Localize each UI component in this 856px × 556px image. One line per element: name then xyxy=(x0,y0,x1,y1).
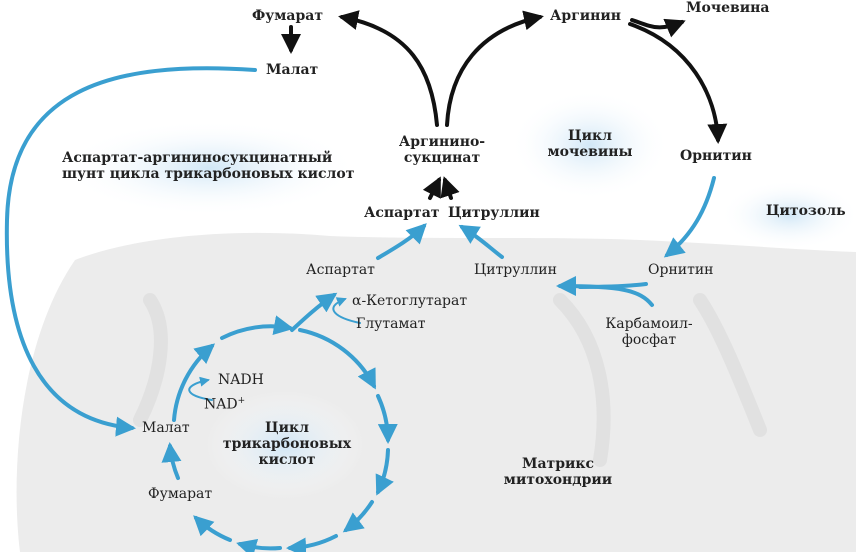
label-tca-cycle: Цикл трикарбоновых кислот xyxy=(220,420,354,468)
tca-arc-1 xyxy=(172,343,216,422)
arrow-argininosuccinate-to-arginine xyxy=(445,10,544,127)
arrow-ornithine-to-citrulline xyxy=(556,276,654,307)
arrow-nad-to-nadh xyxy=(188,376,213,401)
label-tca-line2: трикарбоновых xyxy=(222,436,352,453)
label-ornithine-cyto: Орнитин xyxy=(680,148,752,164)
label-nad-text: NAD xyxy=(204,396,238,413)
label-argininosuccinate-line2: сукцинат xyxy=(403,150,481,167)
label-argininosuccinate: Аргинино- сукцинат xyxy=(396,134,488,166)
label-citrulline-mito: Цитруллин xyxy=(474,262,557,278)
mitochondrion-shape xyxy=(16,232,856,552)
arrow-aspartate-to-argininosuccinate xyxy=(422,176,441,200)
label-urea-cycle: Цикл мочевины xyxy=(540,128,640,160)
tca-cycle-arrows xyxy=(161,315,398,556)
label-argininosuccinate-line1: Аргинино- xyxy=(398,134,486,150)
urea-cycle-arrows xyxy=(281,10,728,200)
label-malate-top: Малат xyxy=(266,62,319,78)
label-carbamoyl-phosphate: Карбамоил- фосфат xyxy=(596,316,702,348)
label-shunt: Аспартат-аргининосукцинатный шунт цикла … xyxy=(62,150,354,182)
tca-arc-8 xyxy=(236,538,282,556)
label-ornithine-mito: Орнитин xyxy=(648,262,714,278)
tca-arc-4 xyxy=(376,394,398,444)
label-glutamate: Глутамат xyxy=(356,316,426,332)
label-nad: NAD+ xyxy=(204,396,245,413)
tca-arc-9 xyxy=(193,515,232,542)
label-fumarate-mito: Фумарат xyxy=(148,486,213,502)
arrow-ornithine-transport xyxy=(663,176,716,258)
label-arginine: Аргинин xyxy=(550,8,622,24)
label-shunt-line1: Аспартат-аргининосукцинатный xyxy=(62,150,333,166)
tca-arc-7 xyxy=(286,534,338,556)
arrow-citrulline-to-argininosuccinate xyxy=(440,176,460,200)
arrow-citrulline-transport xyxy=(458,224,504,259)
shunt-highlight xyxy=(60,120,360,216)
label-tca-line3: кислот xyxy=(258,452,316,469)
label-matrix: Матрикс митохондрии xyxy=(496,456,620,488)
label-matrix-line2: митохондрии xyxy=(503,472,613,489)
blue-arrows xyxy=(4,66,716,437)
label-alpha-ketoglutarate: α-Кетоглутарат xyxy=(352,293,468,309)
tca-arc-6 xyxy=(342,500,374,533)
mitochondrion-cristae xyxy=(133,293,767,467)
arrow-transamination xyxy=(332,297,361,324)
arrow-aspartate-transport xyxy=(376,223,427,260)
label-urea-cycle-line1: Цикл xyxy=(568,128,612,144)
label-aspartate-cyto: Аспартат xyxy=(364,205,440,221)
arrow-shunt-malate xyxy=(4,66,257,437)
arrow-arginine-to-urea xyxy=(630,18,686,38)
tca-arc-3 xyxy=(298,328,376,390)
label-aspartate-mito: Аспартат xyxy=(306,262,375,278)
label-malate-mito: Малат xyxy=(142,420,190,436)
tca-arc-10 xyxy=(161,442,182,480)
arrow-tca-to-aspartate xyxy=(290,292,338,332)
arrow-argininosuccinate-to-fumarate xyxy=(338,10,439,127)
label-urea-cycle-line2: мочевины xyxy=(547,144,633,161)
label-carbamoyl-line2: фосфат xyxy=(621,332,677,349)
label-cytosol: Цитозоль xyxy=(766,203,846,219)
tca-arc-5 xyxy=(375,448,394,496)
tca-highlight xyxy=(205,390,365,500)
tca-arc-2 xyxy=(220,315,294,340)
label-carbamoyl-line1: Карбамоил- xyxy=(605,316,693,332)
label-shunt-line2: шунт цикла трикарбоновых кислот xyxy=(62,166,355,183)
label-tca-line1: Цикл xyxy=(265,420,309,436)
urea-cycle-highlight xyxy=(510,90,670,200)
cytosol-highlight xyxy=(720,180,856,250)
arrow-arginine-to-ornithine xyxy=(628,22,728,144)
label-matrix-line1: Матрикс xyxy=(521,456,595,472)
label-fumarate-top: Фумарат xyxy=(252,8,324,24)
label-nad-sup: + xyxy=(237,396,246,406)
label-urea: Мочевина xyxy=(686,0,770,16)
label-nadh: NADH xyxy=(218,372,264,388)
label-citrulline-cyto: Цитруллин xyxy=(448,205,540,221)
arrow-carbamoyl-to-citrulline xyxy=(578,282,648,289)
